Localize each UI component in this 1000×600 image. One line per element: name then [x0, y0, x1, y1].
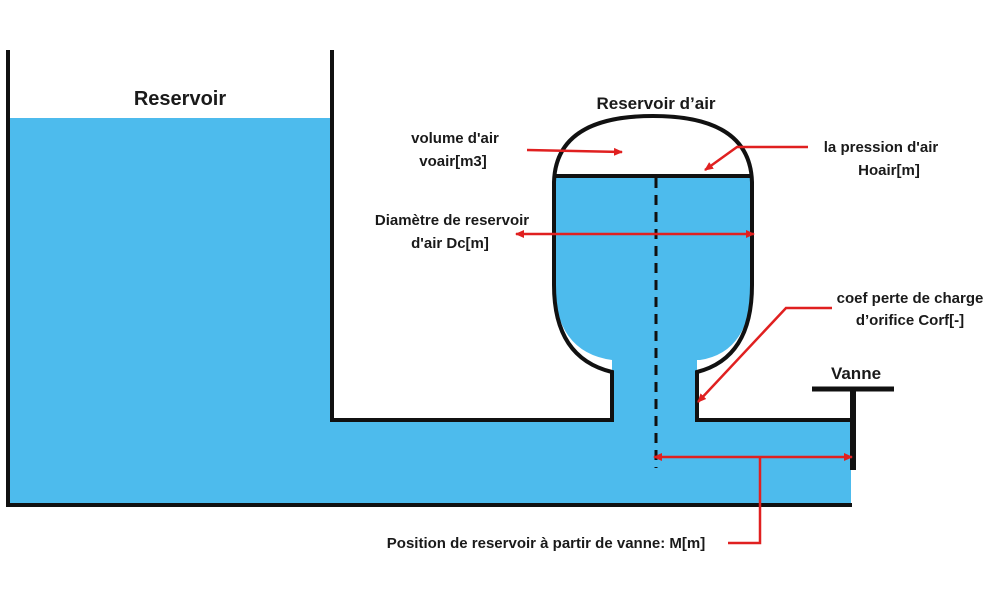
air-volume-label-line1: volume d'air — [411, 130, 499, 147]
orifice-leader — [697, 306, 832, 403]
reservoir-right-wall — [330, 50, 614, 422]
diameter-label-line2: d'air Dc[m] — [411, 235, 489, 252]
orifice-label-line2: d’orifice Corf[-] — [856, 312, 964, 329]
air-reservoir-water — [554, 176, 752, 360]
air-reservoir-wall — [552, 113, 851, 422]
air-reservoir-title: Reservoir d’air — [596, 94, 715, 113]
air-pressure-label-line2: Hoair[m] — [858, 162, 920, 179]
air-pressure-leader — [704, 145, 808, 172]
reservoir-water — [9, 118, 332, 504]
orifice-label-line1: coef perte de charge — [837, 290, 984, 307]
valve-label: Vanne — [831, 364, 881, 383]
position-leader — [728, 457, 762, 545]
air-volume-arrow — [526, 147, 623, 156]
air-volume-label-line2: voair[m3] — [419, 153, 487, 170]
pipe-water — [332, 420, 851, 504]
valve-icon — [812, 386, 894, 470]
reservoir-title: Reservoir — [134, 88, 226, 110]
air-pressure-label-line1: la pression d'air — [824, 139, 939, 156]
position-label: Position de reservoir à partir de vanne:… — [387, 535, 705, 552]
diameter-label-line1: Diamètre de reservoir — [375, 212, 529, 229]
